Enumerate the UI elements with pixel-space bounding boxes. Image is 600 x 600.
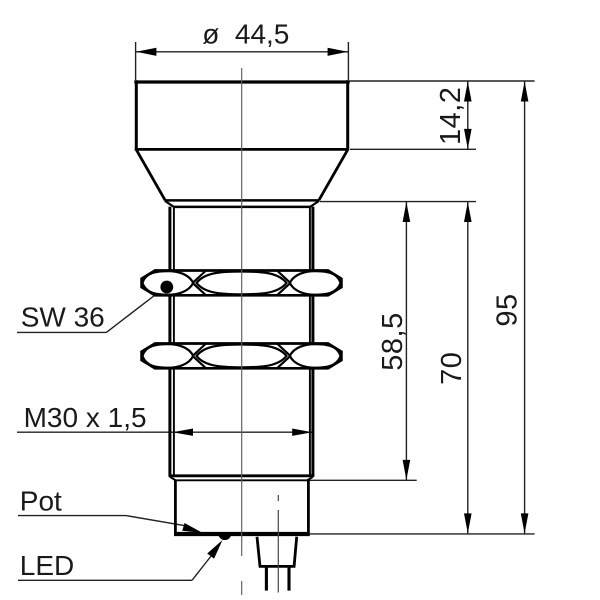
svg-text:SW 36: SW 36 [21, 302, 105, 333]
svg-text:58,5: 58,5 [377, 312, 409, 370]
svg-text:95: 95 [492, 293, 524, 326]
svg-text:70: 70 [436, 352, 468, 385]
svg-text:14,2: 14,2 [435, 87, 467, 145]
svg-text:Pot: Pot [20, 486, 62, 517]
svg-text:LED: LED [20, 550, 74, 581]
svg-text:ø 44,5: ø 44,5 [202, 18, 289, 49]
svg-text:M30 x 1,5: M30 x 1,5 [24, 402, 147, 433]
